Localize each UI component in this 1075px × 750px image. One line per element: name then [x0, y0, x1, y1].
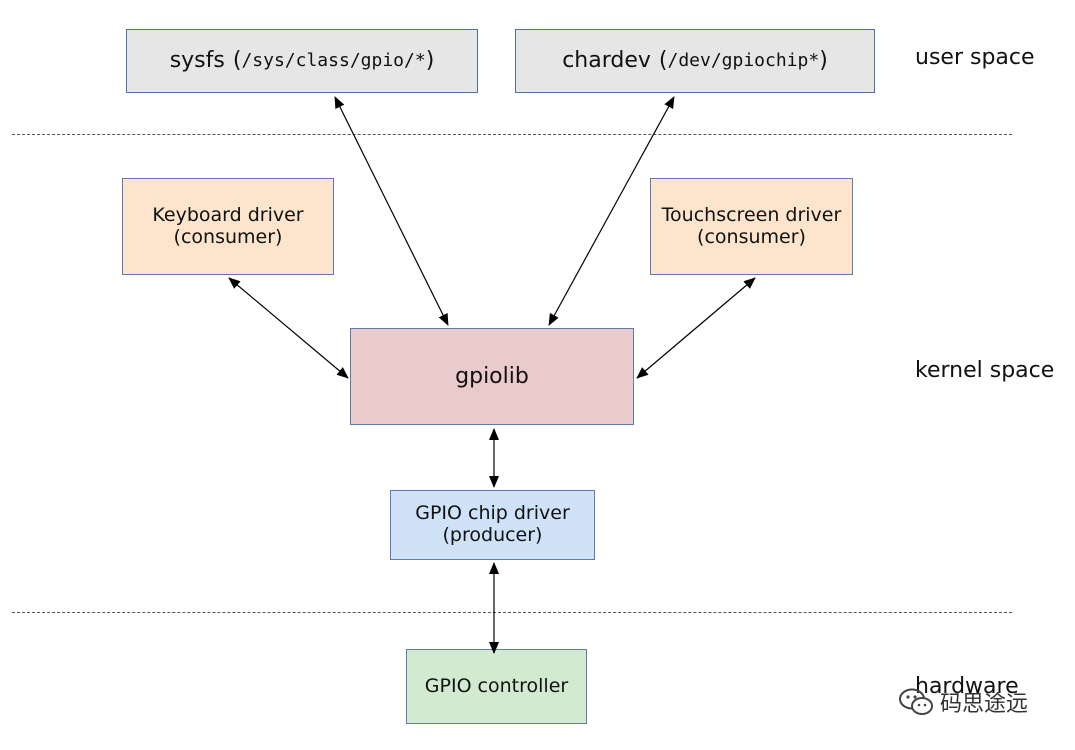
gpio-chip-driver-title: GPIO chip driver	[415, 502, 570, 525]
keyboard-driver-box: Keyboard driver (consumer)	[122, 178, 334, 275]
gpiolib-box: gpiolib	[350, 328, 634, 425]
gpio-chip-driver-box: GPIO chip driver (producer)	[390, 490, 595, 560]
user-space-label: user space	[915, 45, 1035, 70]
arrow-sysfs-gpiolib	[334, 96, 449, 326]
sysfs-open-paren: (	[232, 48, 242, 74]
gpio-controller-label: GPIO controller	[424, 674, 569, 697]
sysfs-name: sysfs	[169, 48, 225, 74]
touchscreen-driver-role: (consumer)	[697, 225, 806, 248]
gpio-chip-driver-role: (producer)	[442, 524, 543, 546]
gpiolib-label: gpiolib	[455, 363, 529, 389]
arrow-chardev-gpiolib	[548, 96, 675, 326]
arrow-touchscreen-gpiolib	[636, 277, 756, 379]
hardware-label: hardware	[915, 674, 1019, 699]
gpio-controller-box: GPIO controller	[406, 649, 587, 724]
separator-kernel-hardware	[12, 612, 1012, 613]
sysfs-close-paren: )	[425, 48, 435, 74]
separator-user-kernel	[12, 134, 1012, 135]
touchscreen-driver-box: Touchscreen driver (consumer)	[650, 178, 853, 275]
sysfs-box: sysfs ( /sys/class/gpio/* )	[126, 29, 478, 93]
touchscreen-driver-title: Touchscreen driver	[661, 203, 842, 226]
watermark: 码思途远	[898, 686, 1028, 718]
chardev-close-paren: )	[819, 48, 828, 74]
chardev-open-paren: (	[658, 48, 668, 74]
wechat-icon	[899, 688, 933, 715]
watermark-text: 码思途远	[940, 692, 1029, 717]
chardev-box: chardev ( /dev/gpiochip* )	[515, 29, 875, 93]
chardev-path: /dev/gpiochip*	[667, 49, 820, 71]
kernel-space-label: kernel space	[915, 358, 1055, 383]
chardev-name: chardev	[562, 48, 651, 74]
arrow-keyboard-gpiolib	[228, 277, 349, 379]
sysfs-path: /sys/class/gpio/*	[241, 49, 426, 71]
keyboard-driver-role: (consumer)	[173, 225, 283, 248]
keyboard-driver-title: Keyboard driver	[152, 203, 304, 226]
